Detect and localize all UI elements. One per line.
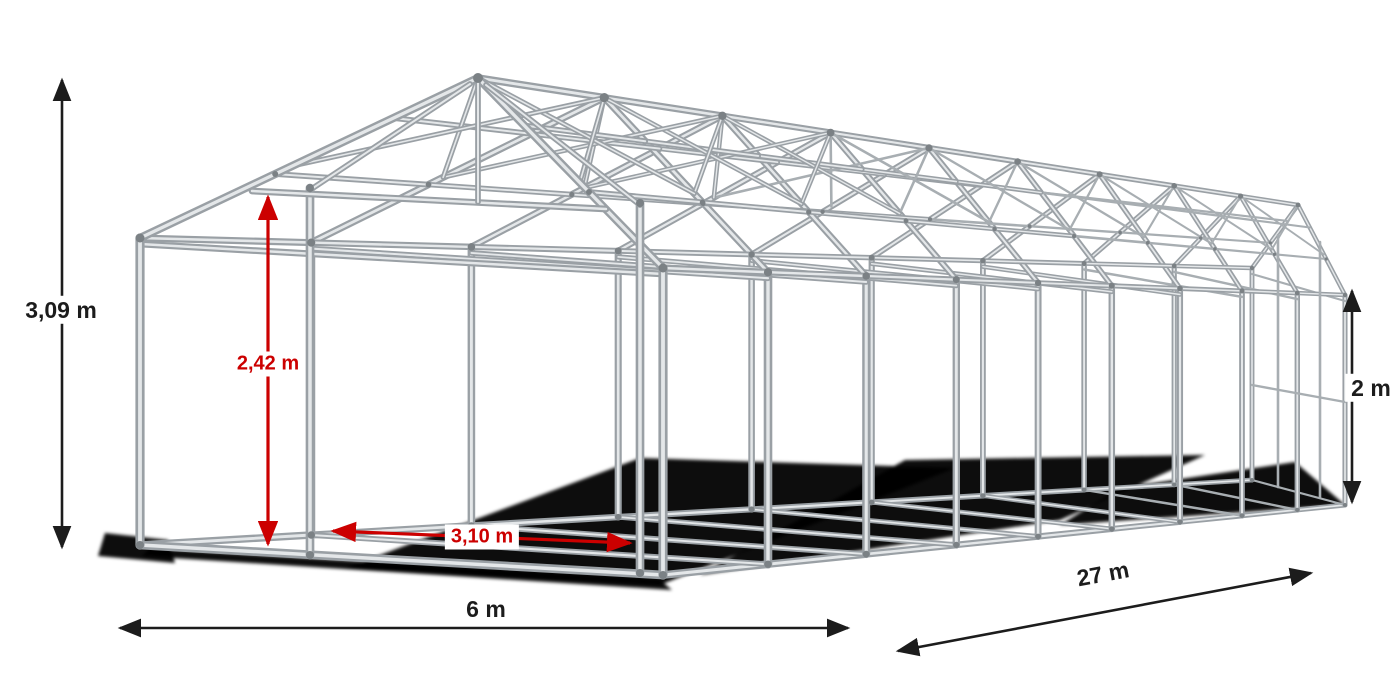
width-label: 6 m bbox=[460, 594, 512, 624]
entrance-width-label: 3,10 m bbox=[444, 524, 520, 550]
total-height-label: 3,09 m bbox=[19, 295, 103, 325]
length-arrow bbox=[895, 567, 1314, 657]
side-height-label: 2 m bbox=[1345, 373, 1397, 403]
tent-frame bbox=[135, 73, 1348, 580]
inner-height-label: 2,42 m bbox=[230, 351, 306, 377]
